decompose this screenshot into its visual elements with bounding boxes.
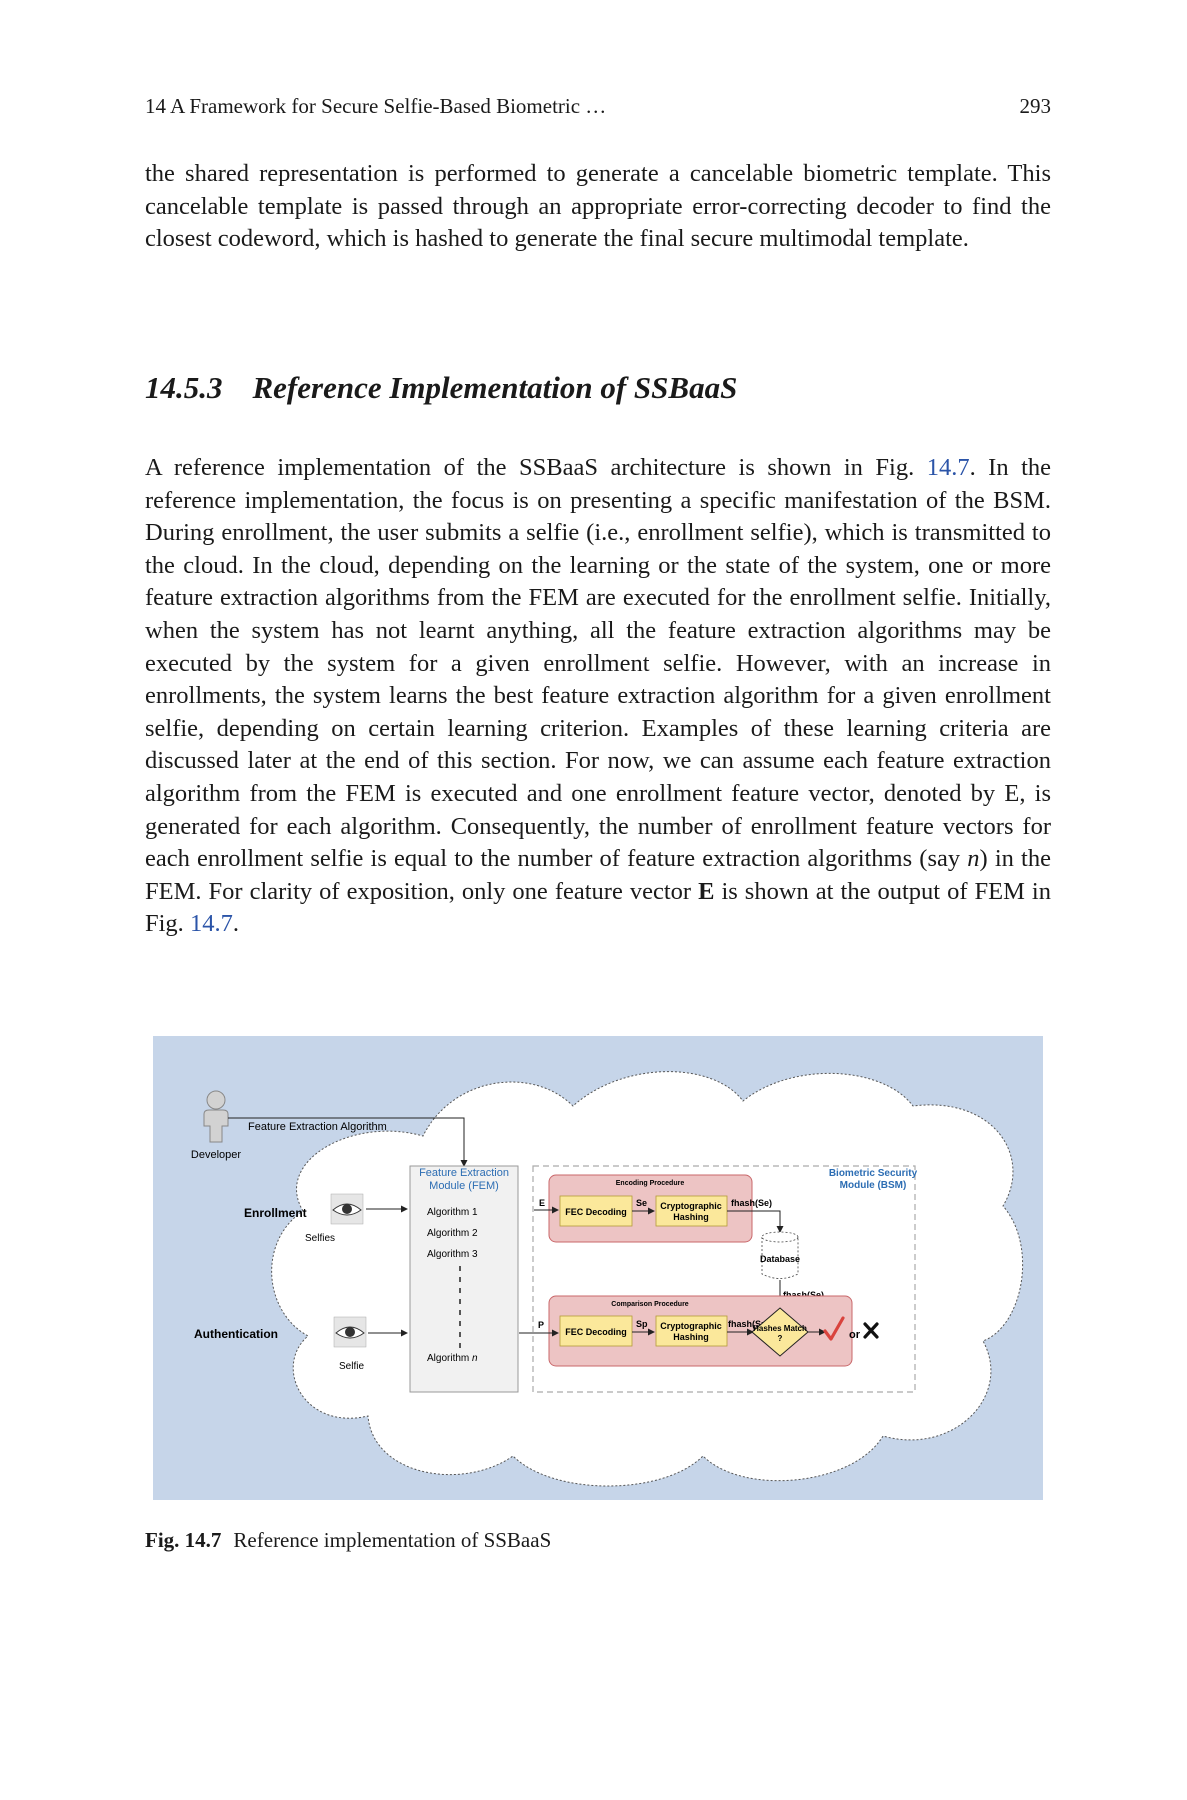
algorithm-n: Algorithm n (427, 1353, 478, 1364)
section-heading: 14.5.3 Reference Implementation of SSBaaS (145, 370, 737, 406)
enrollment-selfie-eye-icon (330, 1193, 364, 1225)
fem-title-line2: Module (FEM) (429, 1180, 499, 1192)
bsm-boundary (532, 1165, 916, 1393)
label-fhash-se: fhash(Se) (731, 1198, 772, 1208)
database-label: Database (760, 1254, 800, 1264)
selfie-label: Selfie (339, 1361, 364, 1372)
cloud-shape (271, 1071, 1024, 1487)
figure-ssbaas-diagram: Developer Feature Extraction Algorithm F… (153, 1036, 1043, 1500)
chapter-title: 14 A Framework for Secure Selfie-Based B… (145, 94, 607, 118)
selfies-label: Selfies (305, 1233, 335, 1244)
bsm-title-line1: Biometric Security (829, 1168, 918, 1179)
algorithm-3: Algorithm 3 (427, 1249, 478, 1260)
fem-title-line1: Feature Extraction (419, 1167, 509, 1179)
hashes-match-line2: ? (778, 1334, 783, 1343)
paragraph-intro: the shared representation is performed t… (145, 160, 1051, 253)
cross-mark-icon (863, 1322, 879, 1339)
body-text: . In the reference implementation, the f… (145, 454, 1052, 873)
label-se: Se (636, 1198, 647, 1208)
fem-box (409, 1165, 519, 1393)
label-fhash-sp: fhash(Sp) (728, 1319, 770, 1329)
label-sp: Sp (636, 1319, 648, 1329)
label-fhash-se-db: fhash(Se) (783, 1290, 824, 1300)
developer-label: Developer (191, 1149, 241, 1161)
authentication-label: Authentication (194, 1327, 278, 1341)
bold-vector-e: E (698, 877, 715, 905)
fec-decoding-label-enroll: FEC Decoding (565, 1207, 627, 1217)
arrow-fhash-se (727, 1210, 784, 1233)
or-label: or (849, 1329, 861, 1341)
diagram-svg: Developer Feature Extraction Algorithm F… (153, 1036, 1043, 1500)
figure-reference-link[interactable]: 14.7 (189, 910, 233, 938)
cryptographic-hashing-box-enroll (655, 1195, 728, 1227)
fec-decoding-box-auth (559, 1315, 633, 1347)
fec-decoding-label-auth: FEC Decoding (565, 1327, 627, 1337)
body-text: A reference implementation of the SSBaaS… (145, 454, 927, 481)
bsm-title-line2: Module (BSM) (840, 1180, 907, 1191)
enrollment-label: Enrollment (244, 1206, 307, 1220)
body-text: ) in the FEM. For clarity of exposition,… (145, 845, 1051, 905)
developer-icon (203, 1090, 229, 1143)
database-icon (761, 1231, 799, 1279)
caption-text: Reference implementation of SSBaaS (233, 1528, 552, 1552)
variable-n: n (967, 845, 980, 873)
crypto-label-line2-auth: Hashing (673, 1332, 709, 1342)
paragraph-body: A reference implementation of the SSBaaS… (145, 452, 1051, 941)
developer-arrow (228, 1117, 468, 1167)
comparison-procedure-label: Comparison Procedure (611, 1301, 689, 1308)
algorithm-1: Algorithm 1 (427, 1207, 478, 1218)
page-number: 293 (1019, 94, 1052, 118)
section-title: Reference Implementation of SSBaaS (252, 370, 738, 405)
cryptographic-hashing-box-auth (655, 1315, 728, 1347)
algorithm-2: Algorithm 2 (427, 1228, 478, 1239)
body-text: . (232, 910, 239, 938)
check-mark-icon (823, 1316, 845, 1341)
figure-reference-link[interactable]: 14.7 (926, 454, 970, 481)
crypto-label-line1-enroll: Cryptographic (660, 1201, 722, 1211)
section-number: 14.5.3 (145, 370, 223, 405)
crypto-label-line2-enroll: Hashing (673, 1212, 709, 1222)
caption-label: Fig. 14.7 (145, 1528, 222, 1552)
authentication-selfie-eye-icon (333, 1316, 367, 1348)
encoding-procedure-label: Encoding Procedure (616, 1180, 685, 1187)
running-header: 14 A Framework for Secure Selfie-Based B… (145, 94, 1051, 124)
feature-extraction-algorithm-label: Feature Extraction Algorithm (248, 1121, 387, 1133)
figure-caption: Fig. 14.7 Reference implementation of SSB… (145, 1528, 551, 1553)
crypto-label-line1-auth: Cryptographic (660, 1321, 722, 1331)
hashes-match-line1: Hashes Match (753, 1324, 807, 1333)
body-text: is shown at the output of FEM in Fig. (145, 877, 1051, 938)
hashes-match-decision (751, 1307, 809, 1357)
label-e: E (539, 1198, 545, 1208)
label-p: P (538, 1320, 544, 1330)
